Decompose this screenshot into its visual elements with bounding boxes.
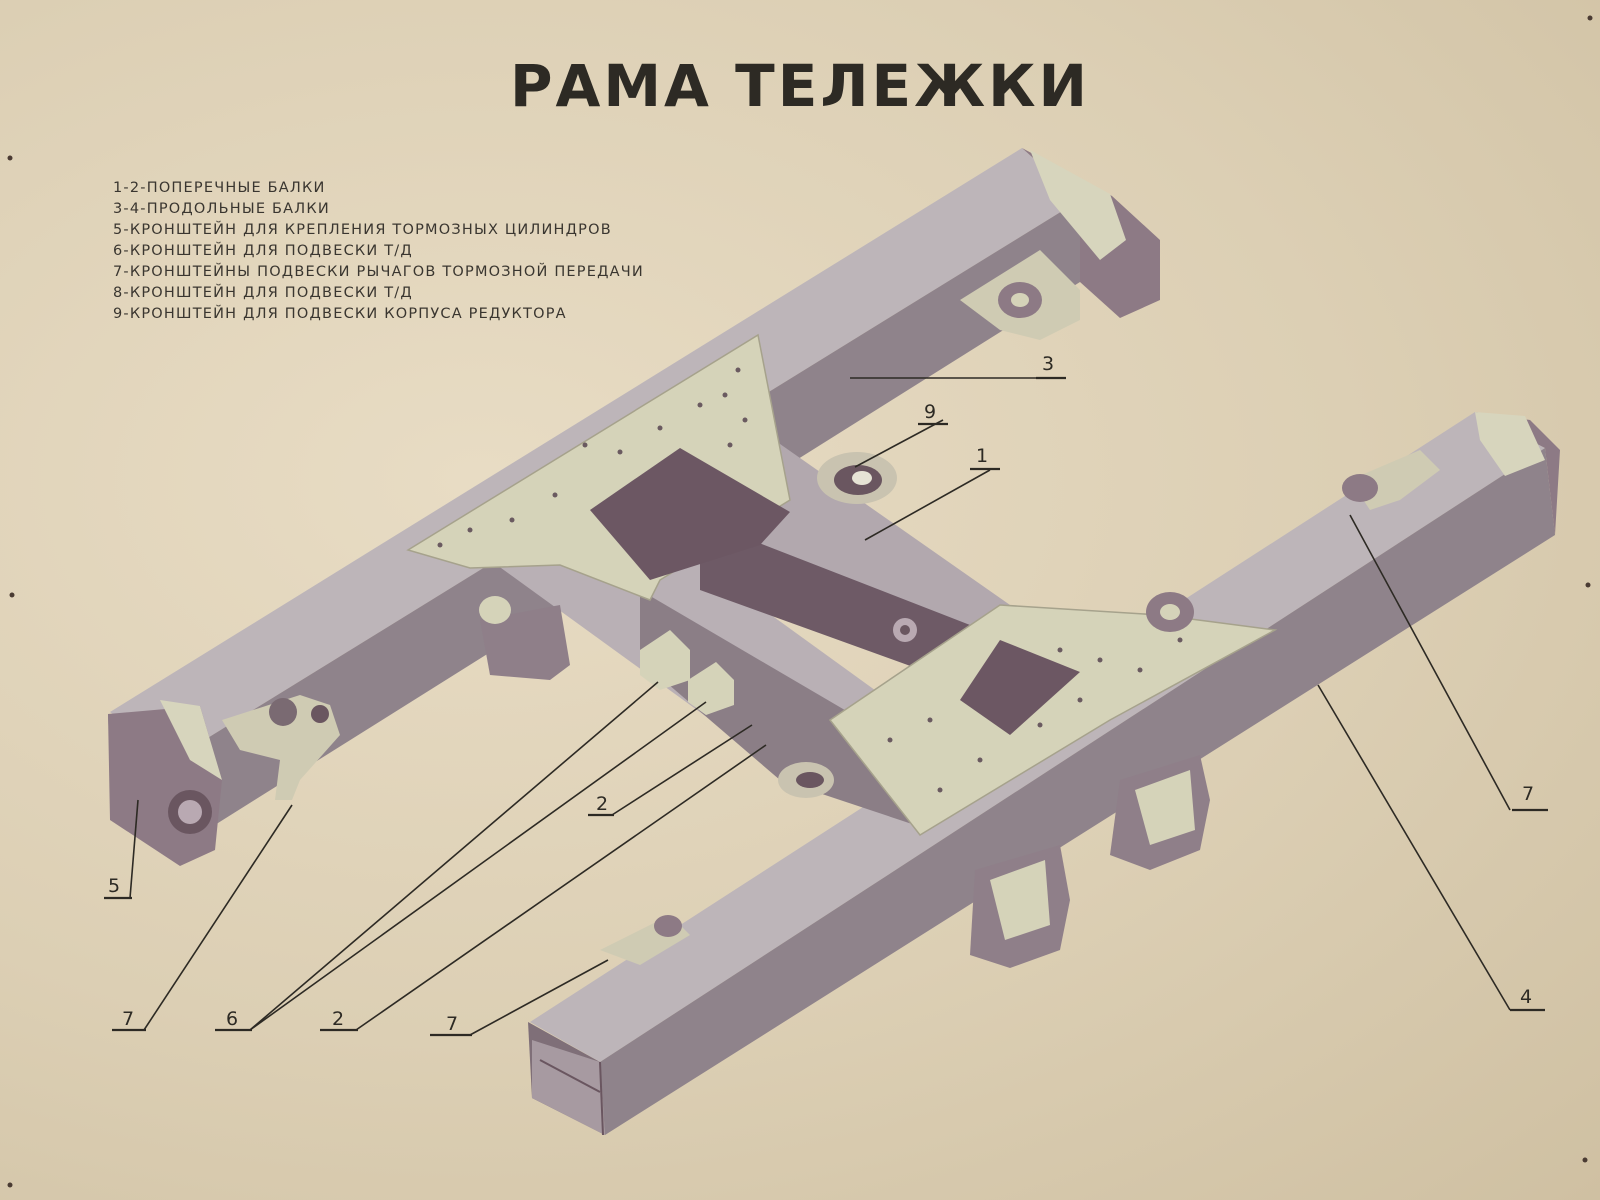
callout-5: 5 — [104, 875, 132, 900]
leader-lines — [129, 377, 1511, 1036]
callout-6-number: 6 — [226, 1008, 238, 1030]
callout-7-right: 7 — [1512, 783, 1548, 812]
callout-4: 4 — [1510, 986, 1545, 1012]
callout-3: 3 — [1036, 353, 1066, 380]
legend-item-6: 8-КРОНШТЕЙН ДЛЯ ПОДВЕСКИ Т/Д — [113, 285, 413, 301]
legend-item-4: 6-КРОНШТЕЙН ДЛЯ ПОДВЕСКИ Т/Д — [113, 243, 413, 259]
callout-6: 6 — [215, 1008, 252, 1032]
gusset-plate-upper — [406, 333, 791, 601]
legend-item-1: 1-2-ПОПЕРЕЧНЫЕ БАЛКИ — [113, 180, 326, 196]
board-screws — [7, 15, 1593, 1188]
callout-5-number: 5 — [108, 875, 120, 897]
bracket-9 — [817, 452, 897, 504]
callout-1-number: 1 — [976, 445, 988, 467]
suspension-pads — [479, 592, 1210, 968]
legend-item-2: 3-4-ПРОДОЛЬНЫЕ БАЛКИ — [113, 201, 330, 217]
callout-2-mid: 2 — [588, 793, 614, 817]
legend-item-7: 9-КРОНШТЕЙН ДЛЯ ПОДВЕСКИ КОРПУСА РЕДУКТО… — [113, 306, 567, 322]
callout-7-bottom-number: 7 — [446, 1013, 458, 1035]
callout-1: 1 — [970, 445, 1000, 471]
callout-9-number: 9 — [924, 401, 936, 423]
callout-2-mid-number: 2 — [596, 793, 608, 815]
callout-9: 9 — [918, 401, 948, 426]
brackets-7 — [222, 250, 1440, 965]
callout-7-bottom: 7 — [430, 1013, 472, 1037]
callout-7-left: 7 — [112, 1008, 146, 1032]
gusset-plate-lower — [828, 604, 1278, 836]
callout-7-right-number: 7 — [1522, 783, 1534, 805]
callout-4-number: 4 — [1520, 986, 1532, 1008]
legend-item-3: 5-КРОНШТЕЙН ДЛЯ КРЕПЛЕНИЯ ТОРМОЗНЫХ ЦИЛИ… — [113, 222, 612, 238]
callout-2-bottom-number: 2 — [332, 1008, 344, 1030]
callout-3-number: 3 — [1042, 353, 1054, 375]
callout-2-bottom: 2 — [320, 1008, 358, 1032]
legend-item-5: 7-КРОНШТЕЙНЫ ПОДВЕСКИ РЫЧАГОВ ТОРМОЗНОЙ … — [113, 264, 644, 280]
poster-title: РАМА ТЕЛЕЖКИ — [509, 52, 1091, 120]
brackets-6 — [640, 630, 734, 715]
callout-7-left-number: 7 — [122, 1008, 134, 1030]
legend: 1-2-ПОПЕРЕЧНЫЕ БАЛКИ 3-4-ПРОДОЛЬНЫЕ БАЛК… — [113, 178, 644, 325]
